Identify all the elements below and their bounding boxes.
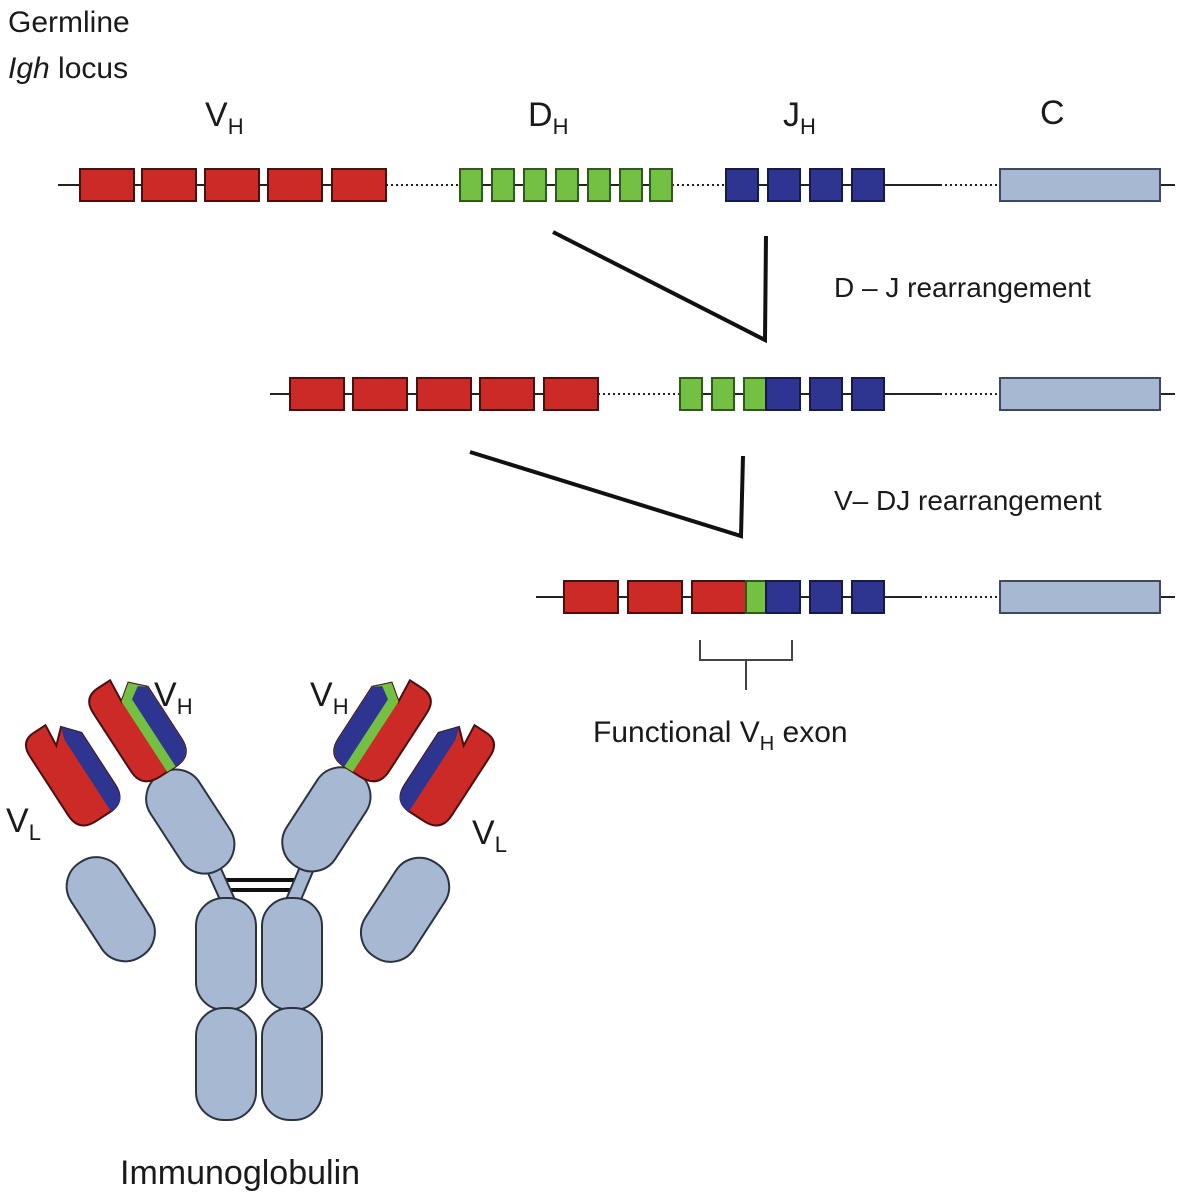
germline-locus-row — [58, 168, 1175, 202]
vdj-fused-d-part — [745, 580, 767, 614]
vl-domain-left — [25, 723, 121, 827]
d-segment — [491, 168, 515, 202]
jh-header: JH — [783, 96, 816, 139]
d-segment — [649, 168, 673, 202]
locus-title-line2: Igh locus — [8, 52, 128, 85]
v-segment — [141, 168, 197, 202]
immunoglobulin-molecule — [25, 678, 495, 1121]
heavy-chain-ch2-left — [195, 897, 257, 1011]
c-segment — [999, 377, 1161, 411]
d-segment — [619, 168, 643, 202]
d-segment — [587, 168, 611, 202]
vdj-fused-v-part — [691, 580, 747, 614]
c-segment — [999, 580, 1161, 614]
v-segment — [563, 580, 619, 614]
v-segment — [289, 377, 345, 411]
functional-exon-bracket — [699, 640, 793, 690]
dj-fused-j-part — [765, 377, 801, 411]
heavy-chain-ch3-right — [261, 1007, 323, 1121]
vdj-fused-j-part — [765, 580, 801, 614]
dj-rearrangement-wedge — [552, 230, 768, 344]
v-segment — [479, 377, 535, 411]
heavy-chain-ch3-left — [195, 1007, 257, 1121]
dj-rearrangement-label: D – J rearrangement — [834, 272, 1091, 303]
v-segment — [416, 377, 472, 411]
j-segment — [851, 168, 885, 202]
light-chain-constant-left — [65, 856, 156, 963]
j-segment — [851, 580, 885, 614]
vl-right-label: VL — [472, 814, 507, 857]
v-segment — [543, 377, 599, 411]
functional-exon-label: Functional VH exon — [593, 716, 848, 755]
v-segment — [627, 580, 683, 614]
vh-domain-right — [333, 678, 432, 783]
vdj-rearrangement-wedge — [469, 450, 745, 539]
j-segment — [725, 168, 759, 202]
d-segment — [555, 168, 579, 202]
dj-rearranged-row — [270, 377, 1175, 411]
j-segment — [809, 377, 843, 411]
d-segment — [523, 168, 547, 202]
d-segment — [711, 377, 735, 411]
v-segment — [204, 168, 260, 202]
v-segment — [331, 168, 387, 202]
j-segment — [851, 377, 885, 411]
immunoglobulin-caption: Immunoglobulin — [120, 1154, 360, 1192]
vdj-rearrangement-label: V– DJ rearrangement — [834, 485, 1102, 516]
locus-title-line1: Germline — [8, 6, 130, 39]
v-segment — [267, 168, 323, 202]
j-segment — [809, 580, 843, 614]
vh-right-label: VH — [310, 676, 349, 719]
vh-header: VH — [205, 96, 244, 139]
light-chain-constant-right — [359, 856, 451, 963]
j-segment — [809, 168, 843, 202]
v-segment — [352, 377, 408, 411]
vh-left-label: VH — [154, 676, 193, 719]
d-segment — [679, 377, 703, 411]
vh-domain-left — [88, 678, 187, 783]
j-segment — [767, 168, 801, 202]
c-segment — [999, 168, 1161, 202]
heavy-chain-ch2-right — [261, 897, 323, 1011]
dh-header: DH — [528, 96, 568, 139]
vdj-rearranged-row — [536, 580, 1175, 614]
d-segment — [459, 168, 483, 202]
vl-domain-right — [399, 723, 495, 827]
v-segment — [79, 168, 135, 202]
vl-left-label: VL — [6, 802, 41, 845]
c-header: C — [1040, 94, 1065, 132]
dj-fused-d-part — [743, 377, 767, 411]
